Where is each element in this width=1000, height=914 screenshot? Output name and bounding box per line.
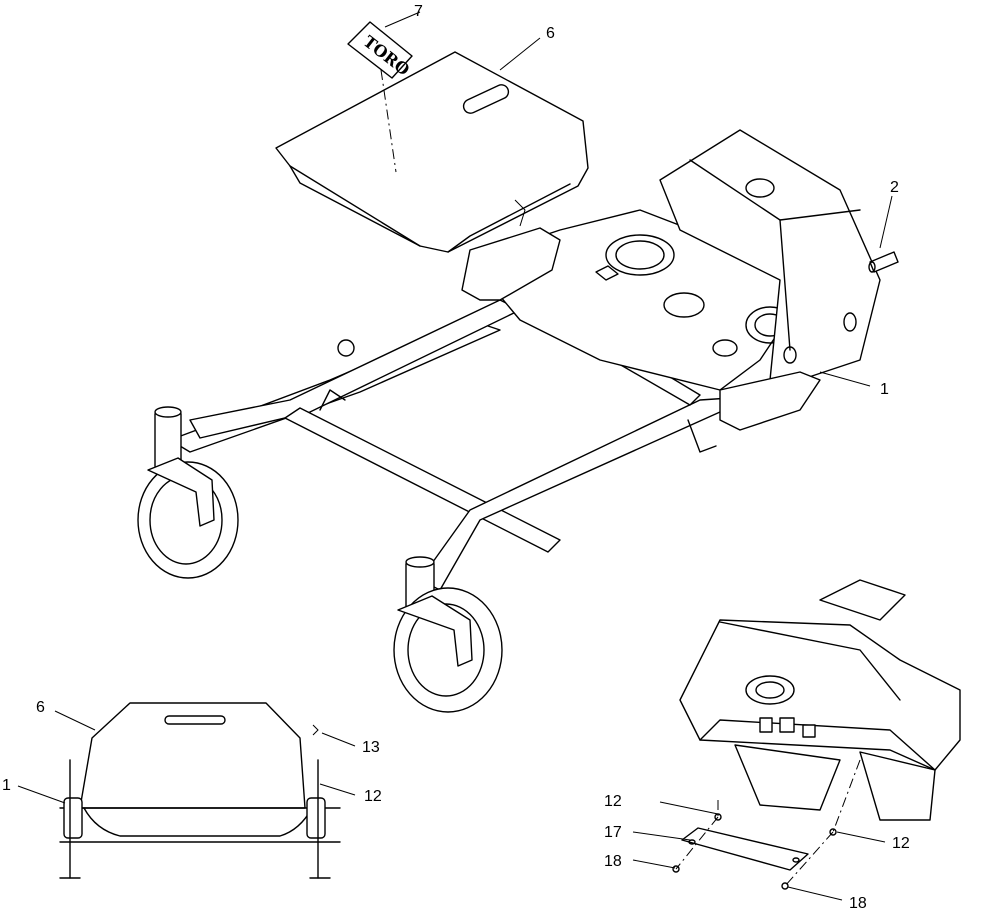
toro-decal-part: TORO [347, 21, 413, 80]
callout-18-left: 18 [604, 853, 622, 870]
callout-labels: 7 6 2 1 6 1 13 12 12 17 18 12 18 [2, 3, 910, 912]
callout-2: 2 [890, 179, 899, 196]
main-assembly-view: TORO [137, 21, 899, 713]
callout-1-bottom: 1 [2, 777, 11, 794]
seat-side-detail-view [59, 702, 341, 879]
callout-12-right-top: 12 [604, 793, 622, 810]
callout-7: 7 [414, 3, 423, 20]
callout-12-right: 12 [892, 835, 910, 852]
callout-6-top: 6 [546, 25, 555, 42]
callout-12-left: 12 [364, 788, 382, 805]
rear-bolt-part [868, 251, 899, 273]
left-front-caster [137, 457, 239, 579]
callout-18-right: 18 [849, 895, 867, 912]
right-front-caster [393, 587, 503, 713]
leader-lines [17, 11, 893, 901]
callout-1-top: 1 [880, 381, 889, 398]
rear-plate-detail-view [672, 579, 961, 890]
rear-chassis [461, 129, 881, 453]
decal-centerline [380, 69, 397, 173]
callout-13: 13 [362, 739, 380, 756]
callout-17: 17 [604, 824, 622, 841]
seat-cover-part [275, 51, 589, 253]
callout-6-bottom: 6 [36, 699, 45, 716]
plate-part-17 [681, 827, 809, 871]
